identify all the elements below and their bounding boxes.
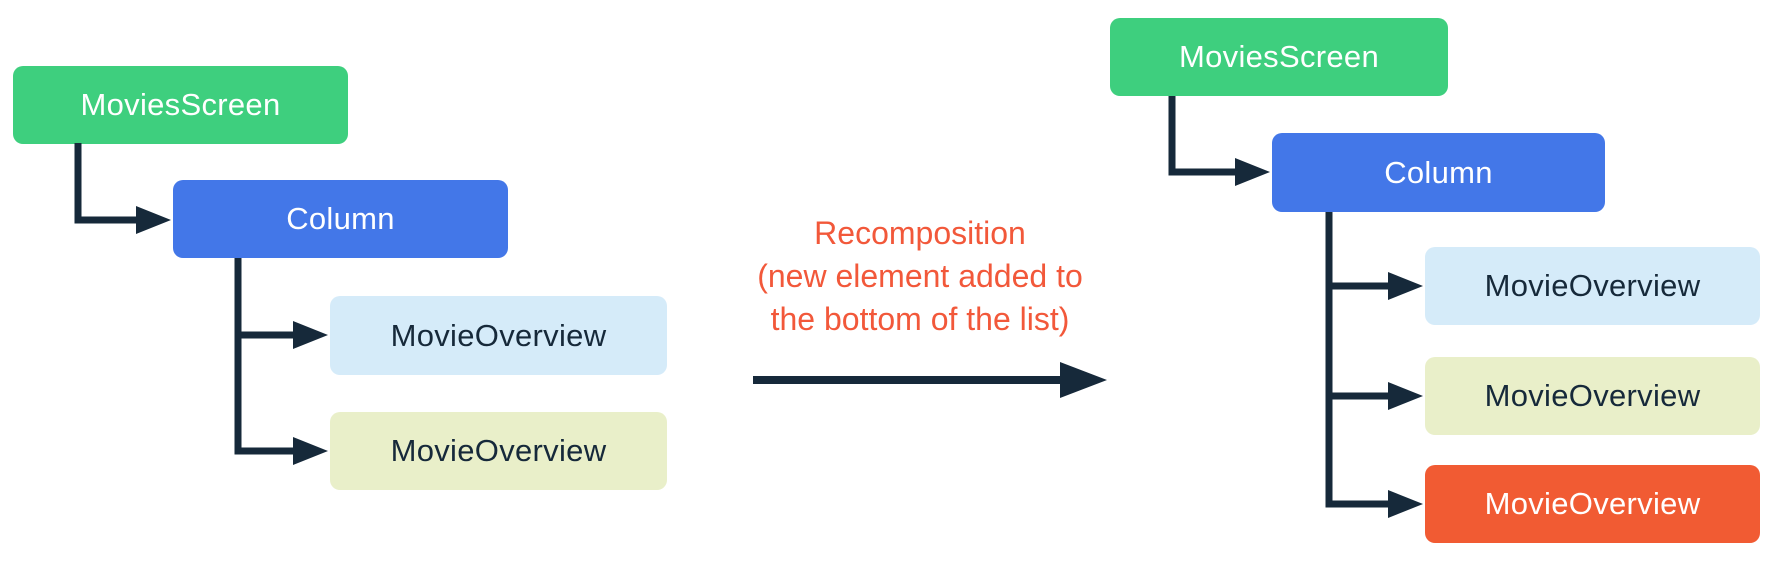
- right-tree-moviesscreen-label: MoviesScreen: [1178, 39, 1379, 74]
- left-tree-column-label: Column: [286, 201, 395, 236]
- right-tree-movieoverview-node-3-new: MovieOverview: [1425, 465, 1760, 543]
- right-root-to-column-arrow: [1168, 96, 1270, 186]
- right-tree-movieoverview-label-2: MovieOverview: [1484, 378, 1701, 413]
- left-tree-column-node: Column: [173, 180, 508, 258]
- right-tree-column-node: Column: [1272, 133, 1605, 212]
- right-tree-moviesscreen-node: MoviesScreen: [1110, 18, 1448, 96]
- right-tree-movieoverview-node-1: MovieOverview: [1425, 247, 1760, 325]
- left-tree-movieoverview-label-1: MovieOverview: [390, 317, 607, 353]
- right-tree-movieoverview-label-3: MovieOverview: [1484, 486, 1701, 521]
- recomposition-annotation: Recomposition (new element added to the …: [740, 212, 1100, 341]
- left-tree-movieoverview-label-2: MovieOverview: [390, 433, 607, 468]
- left-tree-moviesscreen-label: MoviesScreen: [80, 87, 281, 122]
- left-tree-moviesscreen-node: MoviesScreen: [13, 66, 348, 144]
- recomposition-arrow: [753, 362, 1107, 398]
- left-tree-movieoverview-node-1: MovieOverview: [330, 296, 667, 375]
- right-column-to-children-arrows: [1325, 212, 1423, 518]
- left-column-to-children-arrows: [234, 258, 328, 465]
- left-root-to-column-arrow: [74, 143, 171, 234]
- annotation-line-1: Recomposition: [814, 215, 1026, 251]
- left-tree-movieoverview-node-2: MovieOverview: [330, 412, 667, 490]
- right-tree-movieoverview-label-1: MovieOverview: [1484, 268, 1701, 303]
- annotation-line-3: the bottom of the list): [770, 301, 1070, 337]
- right-tree-movieoverview-node-2: MovieOverview: [1425, 357, 1760, 435]
- annotation-line-2: (new element added to: [757, 258, 1083, 294]
- right-tree-column-label: Column: [1384, 154, 1493, 190]
